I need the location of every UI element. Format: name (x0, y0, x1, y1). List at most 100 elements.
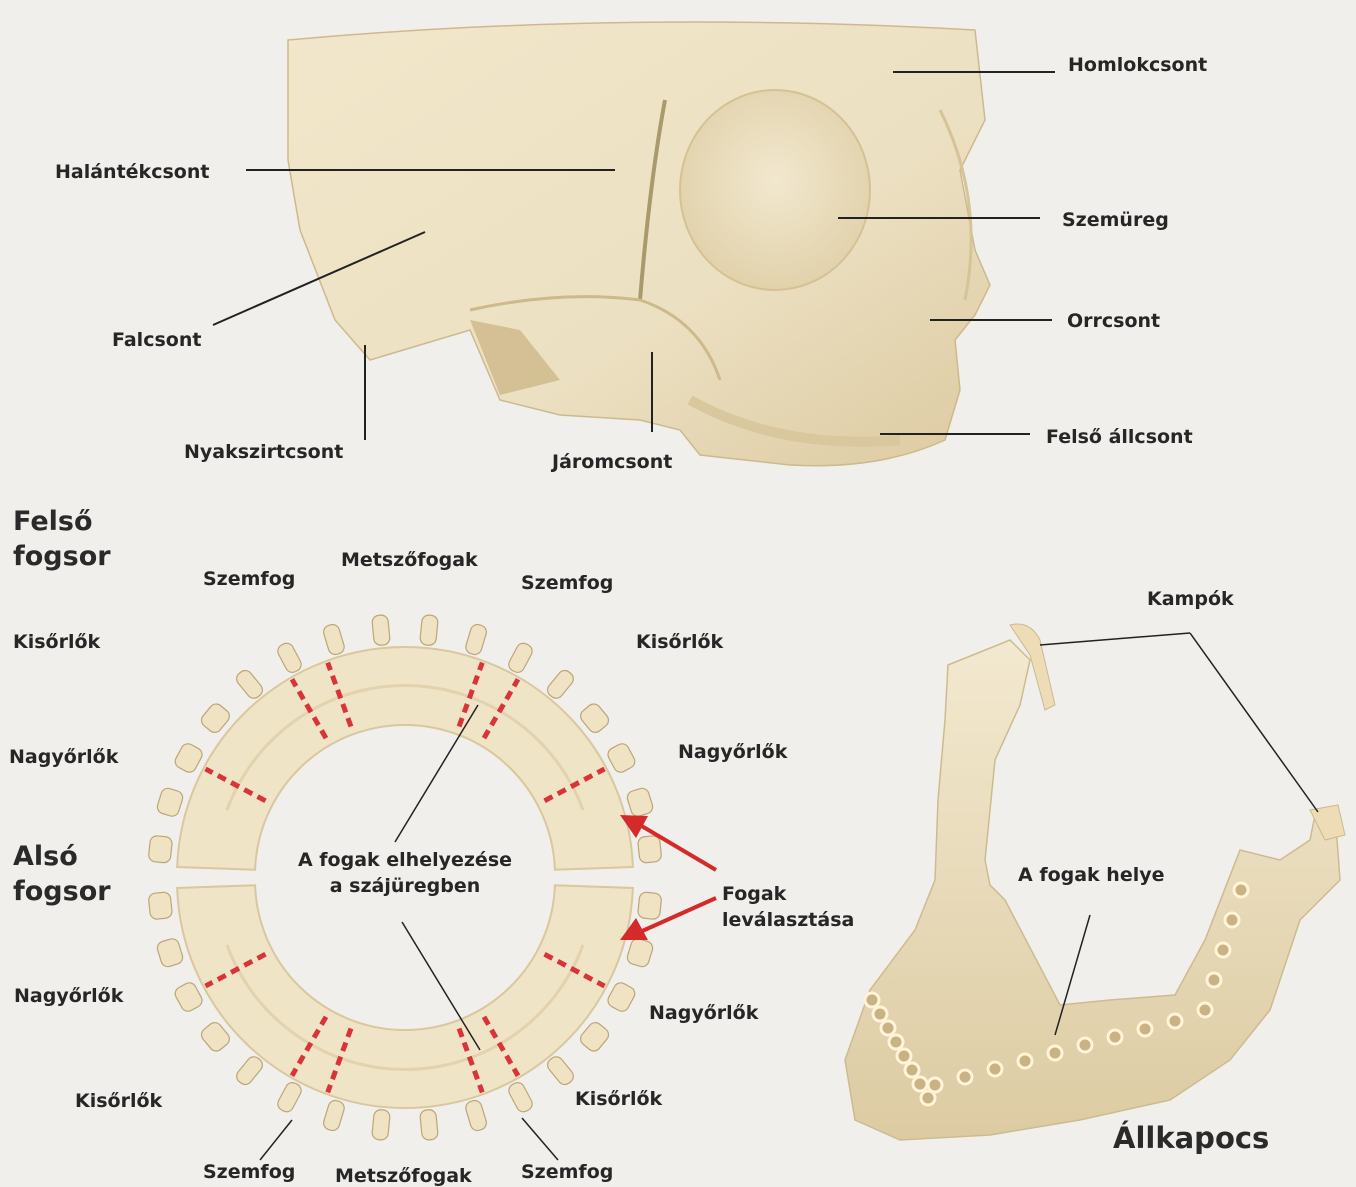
tooth-socket (1108, 1030, 1122, 1044)
label-lower-canine-right: Szemfog (521, 1163, 613, 1182)
tooth (637, 835, 662, 863)
tooth (506, 641, 534, 675)
skull-illustration (288, 22, 990, 466)
tooth-socket (1138, 1022, 1152, 1036)
tooth (234, 668, 265, 701)
tooth-socket (1225, 913, 1239, 927)
label-lower-canine-left: Szemfog (203, 1163, 295, 1182)
tooth-socket (988, 1062, 1002, 1076)
tooth-socket (1018, 1054, 1032, 1068)
tooth (506, 1080, 534, 1114)
label-hooks: Kampók (1147, 590, 1234, 609)
mandible-title: Állkapocs (1113, 1124, 1269, 1153)
label-lower-molars-right: Nagyőrlők (649, 1004, 758, 1023)
tooth (578, 1020, 612, 1054)
tooth (199, 701, 233, 735)
label-occipital-bone: Nyakszirtcsont (184, 443, 343, 462)
tooth-socket (1216, 943, 1230, 957)
upper-row-title: Felső fogsor (13, 505, 111, 574)
tooth (275, 1080, 303, 1114)
label-upper-premolars-right: Kisőrlők (636, 633, 723, 652)
tooth (420, 1109, 439, 1140)
mandible-body (845, 640, 1340, 1140)
label-maxilla: Felső állcsont (1046, 428, 1193, 447)
label-upper-incisors: Metszőfogak (341, 551, 478, 570)
tooth (322, 1099, 346, 1132)
upper-row-title-line2: fogsor (13, 540, 111, 575)
lower-row-title: Alsó fogsor (13, 840, 111, 909)
label-frontal-bone: Homlokcsont (1068, 56, 1207, 75)
tooth (234, 1054, 265, 1087)
tooth (420, 614, 439, 645)
tooth (322, 623, 346, 656)
center-note-line1: A fogak elhelyezése (270, 848, 540, 874)
tooth-socket (1168, 1014, 1182, 1028)
tooth-socket (1207, 973, 1221, 987)
tooth-socket (1234, 883, 1248, 897)
label-temporal-bone: Halántékcsont (55, 163, 209, 182)
tooth (545, 1054, 576, 1087)
lower-row-title-line2: fogsor (13, 875, 111, 910)
label-upper-molars-left: Nagyőrlők (9, 748, 118, 767)
tooth (173, 980, 205, 1013)
leader-canine-bottom-right (522, 1118, 558, 1160)
label-upper-canine-left: Szemfog (203, 570, 295, 589)
tooth-socket (873, 1007, 887, 1021)
tooth-socket (865, 993, 879, 1007)
upper-row-title-line1: Felső (13, 505, 111, 540)
tooth (606, 741, 638, 774)
label-parietal-bone: Falcsont (112, 331, 201, 350)
label-lower-molars-left: Nagyőrlők (14, 987, 123, 1006)
tooth-socket (1048, 1046, 1062, 1060)
label-orbit: Szemüreg (1062, 211, 1169, 230)
label-lower-incisors: Metszőfogak (335, 1167, 472, 1186)
separation-arrows (620, 815, 716, 940)
tooth (275, 641, 303, 675)
tooth-socket (1198, 1003, 1212, 1017)
tooth (156, 787, 185, 818)
tooth-socket (881, 1021, 895, 1035)
leader-hooks-a (1040, 633, 1190, 645)
label-upper-molars-right: Nagyőrlők (678, 743, 787, 762)
leader-canine-bottom-left (260, 1120, 292, 1160)
tooth (372, 1109, 391, 1140)
tooth (148, 892, 173, 920)
tooth (464, 1099, 488, 1132)
tooth (578, 701, 612, 735)
separation-line1: Fogak (722, 882, 854, 908)
label-lower-premolars-right: Kisőrlők (575, 1090, 662, 1109)
tooth (199, 1020, 233, 1054)
tooth-socket (913, 1077, 927, 1091)
tooth (148, 835, 173, 863)
upper-tooth-row (148, 614, 662, 869)
tooth (626, 937, 655, 968)
tooth (464, 623, 488, 656)
label-lower-premolars-left: Kisőrlők (75, 1092, 162, 1111)
tooth-socket (889, 1035, 903, 1049)
tooth (545, 668, 576, 701)
center-note-line2: a szájüregben (270, 874, 540, 900)
separation-line2: leválasztása (722, 908, 854, 934)
label-upper-canine-right: Szemfog (521, 574, 613, 593)
tooth-socket (958, 1070, 972, 1084)
tooth (173, 741, 205, 774)
tooth (606, 980, 638, 1013)
label-nasal-bone: Orrcsont (1067, 312, 1160, 331)
tooth-socket (1078, 1038, 1092, 1052)
label-teeth-place: A fogak helye (1018, 866, 1165, 885)
tooth (156, 937, 185, 968)
separation-label: Fogak leválasztása (722, 882, 854, 933)
tooth-socket (905, 1063, 919, 1077)
label-zygomatic-bone: Járomcsont (552, 453, 672, 472)
tooth (637, 892, 662, 920)
tooth-socket (897, 1049, 911, 1063)
tooth (372, 614, 391, 645)
center-note: A fogak elhelyezése a szájüregben (270, 848, 540, 899)
leader-hooks-b (1190, 633, 1318, 812)
lower-row-title-line1: Alsó (13, 840, 111, 875)
orbit-shape (680, 90, 870, 290)
tooth (626, 787, 655, 818)
label-upper-premolars-left: Kisőrlők (13, 633, 100, 652)
tooth-socket (928, 1078, 942, 1092)
